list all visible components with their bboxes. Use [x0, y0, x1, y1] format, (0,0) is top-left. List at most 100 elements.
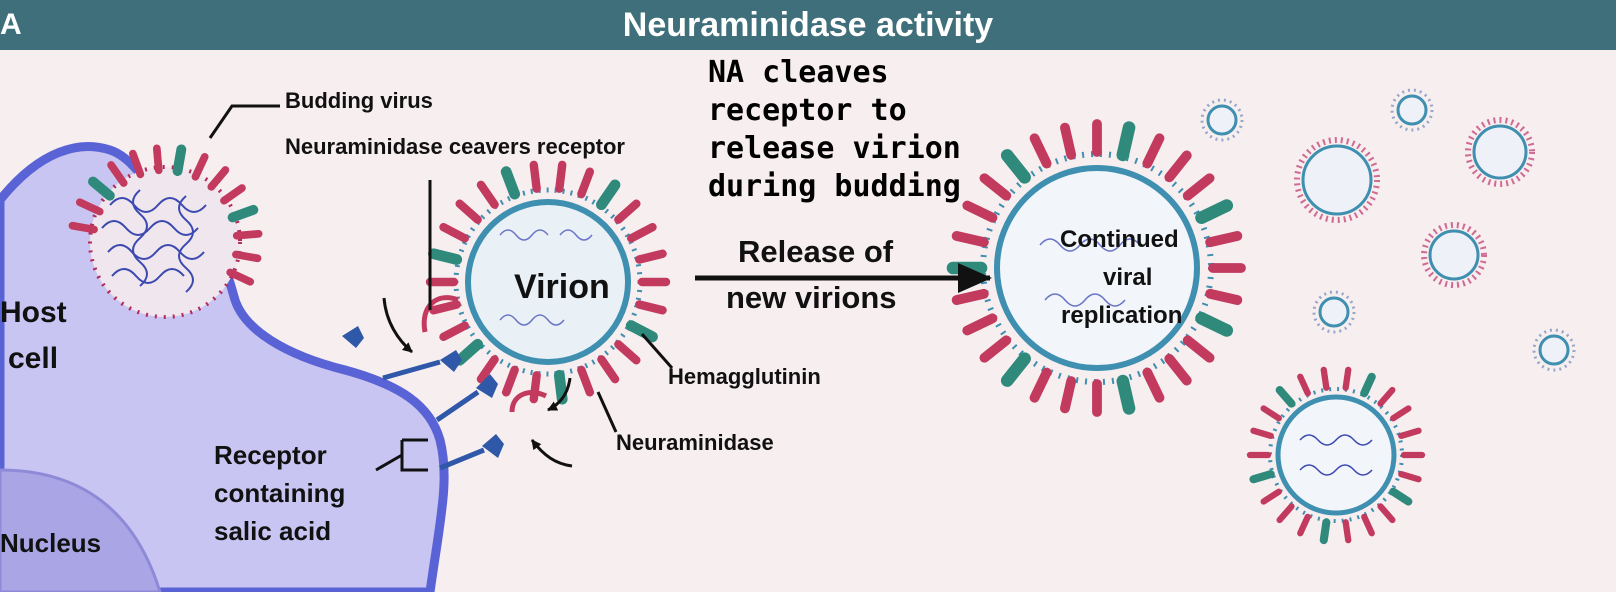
- label-budding-virus: Budding virus: [285, 88, 433, 113]
- hemagglutinin-spike: [1142, 133, 1165, 169]
- neuraminidase-spike: [88, 176, 115, 201]
- small-virion-spikes: [1294, 137, 1380, 223]
- small-virion: [1538, 334, 1570, 366]
- neuraminidase-spike: [625, 320, 658, 343]
- title-bar: A Neuraminidase activity: [0, 0, 1616, 50]
- hemagglutinin-spike: [577, 365, 595, 397]
- hemagglutinin-spike: [529, 160, 541, 193]
- cleave-arrow-mid: [547, 377, 572, 412]
- label-viral: viral: [1103, 264, 1153, 291]
- hemagglutinin-spike: [232, 250, 262, 263]
- hemagglutinin-spike: [1398, 427, 1422, 439]
- leader-neuraminidase: [596, 391, 618, 433]
- hemagglutinin-spike: [439, 321, 469, 342]
- small-virion: [1428, 229, 1480, 281]
- hemagglutinin-spike: [1342, 366, 1352, 391]
- small-virion-spikes: [1390, 88, 1434, 132]
- label-release-line1: Release of: [738, 234, 894, 269]
- hemagglutinin-spike: [635, 300, 667, 315]
- hemagglutinin-spike: [1260, 488, 1282, 505]
- hemagglutinin-spike: [951, 231, 989, 248]
- leader-hemagglutinin: [640, 333, 674, 369]
- hemagglutinin-spike: [1182, 173, 1215, 201]
- released-virions: [1200, 88, 1576, 372]
- handwritten-line: during budding: [708, 169, 961, 204]
- hemagglutinin-spike: [1260, 405, 1282, 422]
- handwritten-line: release virion: [708, 131, 961, 166]
- nucleus: [0, 468, 162, 592]
- hemagglutinin-spike: [1142, 367, 1165, 403]
- hemagglutinin-spike: [979, 173, 1012, 201]
- cleave-arrow-right: [530, 439, 573, 468]
- hemagglutinin-spike: [207, 166, 230, 191]
- handwritten-line: NA cleaves: [708, 55, 889, 90]
- label-salic-acid: salic acid: [214, 516, 332, 546]
- label-receptor: Receptor: [214, 440, 327, 470]
- neuraminidase-spike: [227, 204, 259, 223]
- hemagglutinin-spike: [129, 149, 145, 179]
- label-neuraminidase: Neuraminidase: [616, 430, 774, 455]
- label-cell: cell: [8, 342, 59, 375]
- hemagglutinin-spike: [962, 200, 998, 223]
- hemagglutinin-spike: [1060, 376, 1077, 414]
- neuraminidase-spike: [1360, 372, 1376, 398]
- cleave-arrow-left: [382, 297, 413, 354]
- label-release-line2: new virions: [726, 280, 897, 315]
- label-replication: replication: [1061, 302, 1183, 329]
- receptor-bracket: [375, 438, 428, 472]
- hemagglutinin-spike: [220, 184, 246, 205]
- hemagglutinin-spike: [1029, 133, 1052, 169]
- hemagglutinin-spike: [1377, 503, 1396, 524]
- label-nucleus: Nucleus: [0, 528, 102, 558]
- hemagglutinin-spike: [152, 144, 163, 175]
- small-virion-spikes: [1200, 98, 1244, 142]
- neuraminidase-spike: [1319, 518, 1331, 545]
- hemagglutinin-spike: [635, 249, 667, 264]
- hemagglutinin-spike: [962, 313, 998, 336]
- small-virion: [1396, 94, 1428, 126]
- hemagglutinin-spike: [439, 222, 469, 243]
- hemagglutinin-spike: [614, 340, 641, 365]
- hemagglutinin-spike: [1377, 386, 1396, 407]
- neuraminidase-spike: [1275, 385, 1296, 408]
- hemagglutinin-spike: [1297, 513, 1311, 537]
- cleave-arc-bottom: [509, 390, 548, 413]
- small-virion: [1206, 104, 1238, 136]
- small-virion: [1472, 124, 1528, 180]
- neuraminidase-spike: [172, 144, 187, 177]
- hemagglutinin-spike: [107, 161, 128, 187]
- neuraminidase-spike: [1389, 487, 1413, 506]
- neuraminidase-spike: [1000, 149, 1031, 184]
- hemagglutinin-spike: [75, 198, 104, 216]
- virion-particle: [425, 160, 671, 405]
- neuraminidase-spike: [1195, 312, 1234, 337]
- neuraminidase-spike: [1116, 374, 1136, 415]
- hemagglutinin-spike: [1320, 366, 1330, 391]
- hemagglutinin-spike: [1276, 503, 1295, 524]
- hemagglutinin-spike: [476, 355, 499, 384]
- replicating-virion: [946, 119, 1246, 417]
- small-virion-spikes: [1421, 222, 1487, 288]
- hemagglutinin-spike: [577, 167, 595, 199]
- hemagglutinin-spike: [529, 371, 541, 404]
- label-continued: Continued: [1060, 226, 1179, 253]
- small-virion-spikes: [1532, 328, 1576, 372]
- hemagglutinin-spike: [555, 160, 567, 193]
- leader-budding: [208, 104, 280, 139]
- neuraminidase-spike: [1000, 352, 1031, 387]
- neuraminidase-spike: [553, 369, 568, 405]
- hemagglutinin-spike: [1164, 150, 1192, 183]
- hemagglutinin-spike: [232, 229, 263, 240]
- hemagglutinin-spike: [1164, 353, 1192, 386]
- hemagglutinin-spike: [1182, 335, 1215, 363]
- hemagglutinin-spike: [979, 335, 1012, 363]
- small-virion: [1301, 144, 1373, 216]
- label-host: Host: [0, 296, 67, 329]
- handwritten-line: receptor to: [708, 93, 907, 128]
- lower-virion: [1246, 366, 1426, 545]
- hemagglutinin-spike: [226, 268, 255, 286]
- small-virion: [1318, 296, 1350, 328]
- neuraminidase-spike: [500, 166, 521, 200]
- neuraminidase-spike: [454, 338, 484, 366]
